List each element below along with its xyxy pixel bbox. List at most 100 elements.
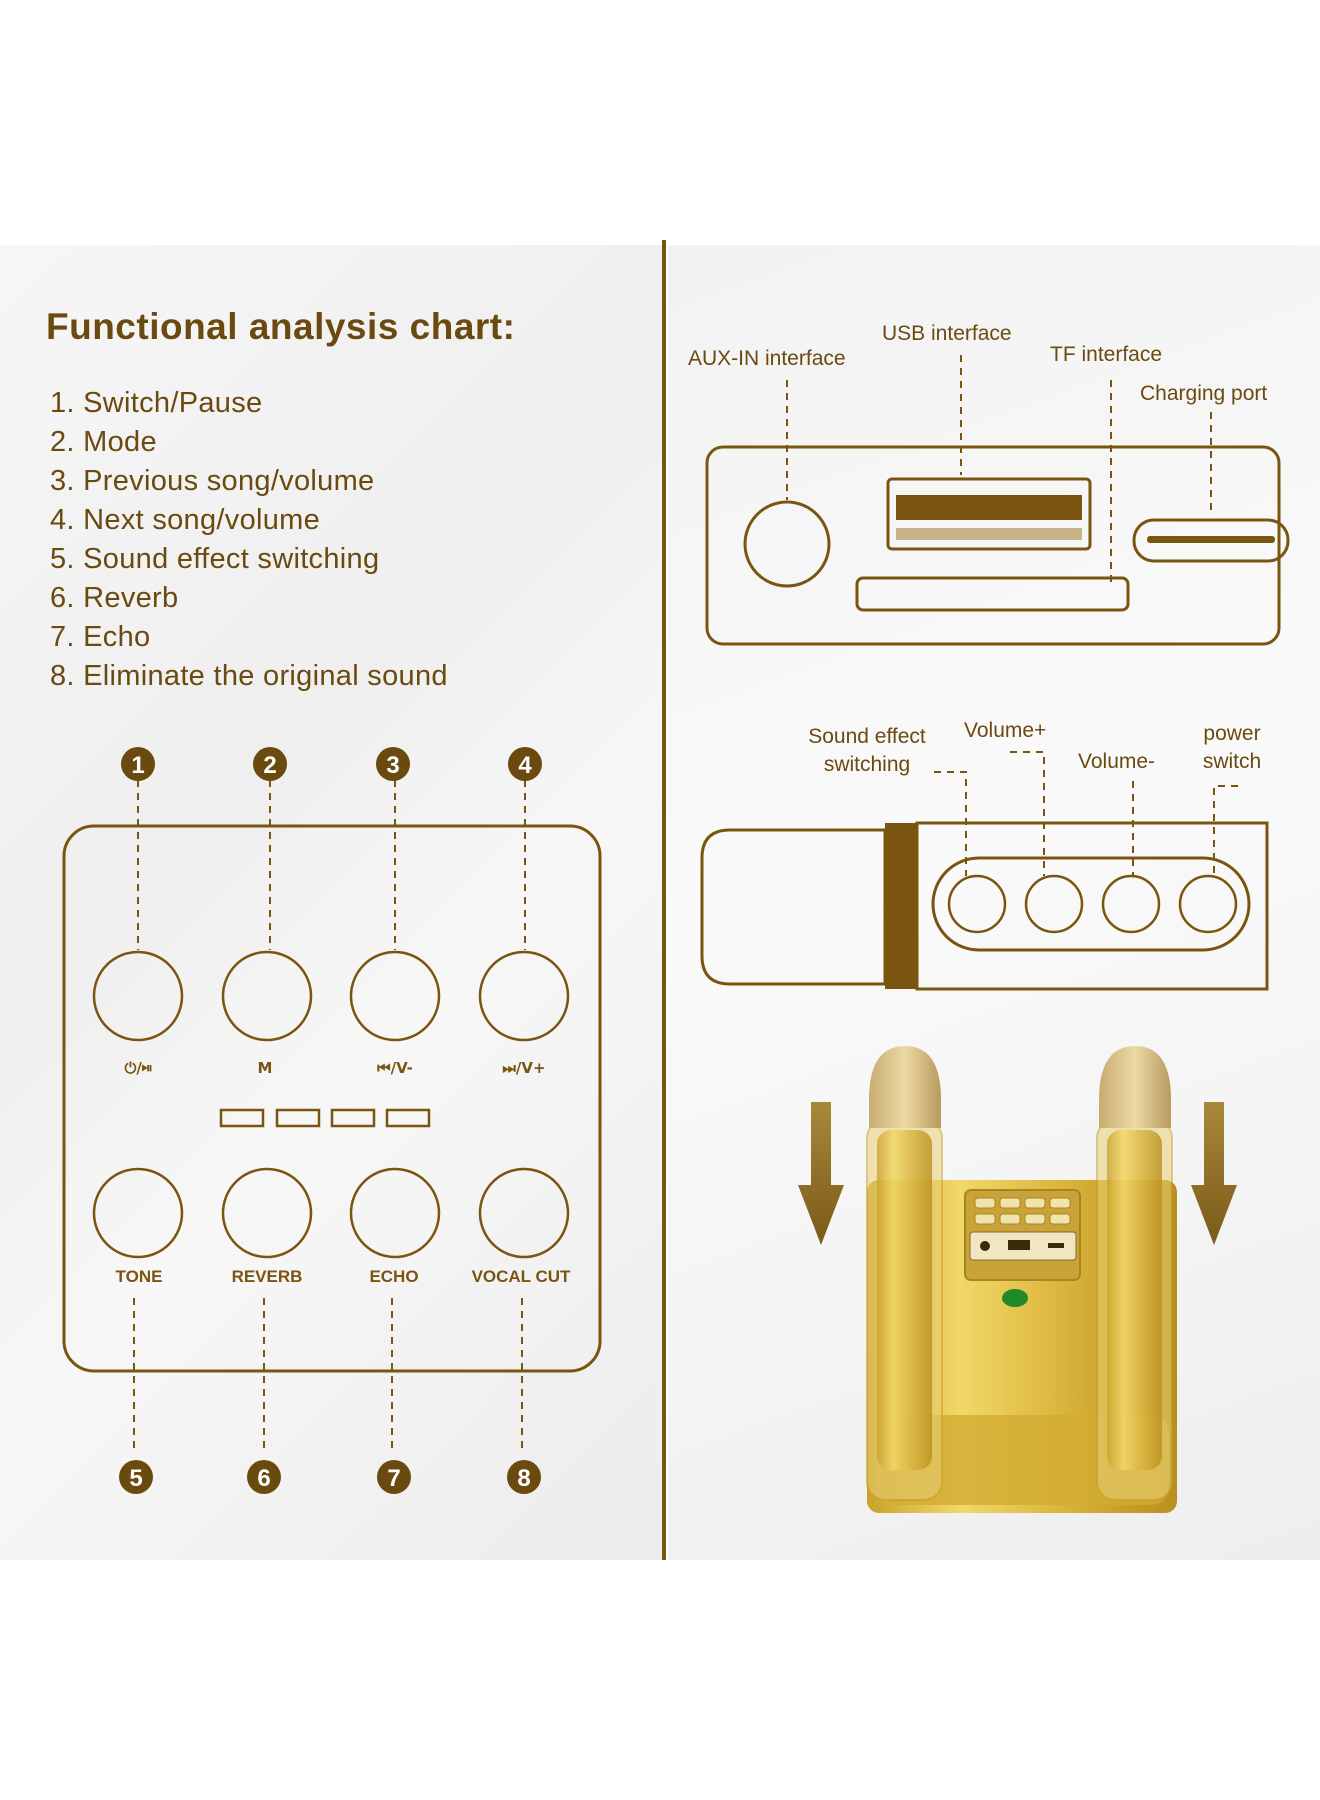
callout-number: 6 — [257, 1465, 270, 1492]
sound-effect-label: Sound effect switching — [802, 723, 932, 779]
tf-card-slot — [855, 576, 1130, 612]
indicator-light — [219, 1108, 265, 1128]
power-indicator-led — [1002, 1289, 1028, 1307]
callout-badge — [377, 1460, 411, 1494]
previous-button[interactable] — [349, 950, 441, 1042]
callout-number: 8 — [517, 1465, 530, 1492]
next-button[interactable] — [478, 950, 570, 1042]
callout-badge — [247, 1460, 281, 1494]
product-illustration — [798, 1046, 1237, 1513]
callout-number: 2 — [263, 752, 276, 779]
echo-button[interactable] — [349, 1167, 441, 1259]
callout-badge — [121, 747, 155, 781]
function-item: 8. Eliminate the original sound — [50, 660, 448, 692]
mic-collar — [885, 823, 917, 989]
reverb-button[interactable] — [221, 1167, 313, 1259]
speaker-key — [1024, 1213, 1046, 1225]
function-item: 5. Sound effect switching — [50, 543, 380, 575]
sound-effect-switch-button[interactable] — [947, 874, 1007, 934]
power-switch-label: power switch — [1192, 720, 1272, 776]
speaker-key — [999, 1197, 1021, 1209]
next-volume-symbol: ⏭/V+ — [502, 1059, 545, 1077]
mic-right-grille — [1099, 1046, 1171, 1128]
speaker-aux-hole — [980, 1241, 990, 1251]
speaker-usb-hole — [1008, 1240, 1030, 1250]
volume-plus-button[interactable] — [1024, 874, 1084, 934]
insert-arrow-left — [798, 1102, 844, 1245]
function-item: 3. Previous song/volume — [50, 465, 375, 497]
function-item: 6. Reverb — [50, 582, 179, 614]
chart-title: Functional analysis chart: — [46, 306, 516, 347]
power-switch-button[interactable] — [1178, 874, 1238, 934]
control-panel-outline — [62, 824, 602, 1373]
function-item: 1. Switch/Pause — [50, 387, 263, 419]
usb-port — [886, 477, 1092, 551]
callout-badge — [508, 747, 542, 781]
usb-port-contact — [896, 495, 1082, 520]
callout-badge — [253, 747, 287, 781]
callout-number: 4 — [518, 752, 532, 779]
charging-port — [1132, 518, 1290, 563]
speaker-key — [1024, 1197, 1046, 1209]
callout-number: 5 — [129, 1465, 142, 1492]
callout-number: 1 — [131, 752, 144, 779]
indicator-light — [385, 1108, 431, 1128]
volume-plus-label: Volume+ — [964, 719, 1047, 742]
callout-badge — [119, 1460, 153, 1494]
speaker-key — [999, 1213, 1021, 1225]
tone-button[interactable] — [92, 1167, 184, 1259]
callout-badge — [507, 1460, 541, 1494]
mic-button-panel — [931, 856, 1251, 952]
switch-pause-symbol: ⏻/⏯ — [125, 1059, 152, 1077]
sound-effect-label-line1: Sound effect — [808, 725, 926, 748]
mic-right-body — [1107, 1130, 1162, 1470]
vocal-cut-label: VOCAL CUT — [472, 1267, 571, 1286]
callout-number: 3 — [386, 752, 399, 779]
speaker-key — [974, 1197, 996, 1209]
tone-label: TONE — [116, 1267, 163, 1286]
callout-number: 7 — [387, 1465, 400, 1492]
indicator-light — [275, 1108, 321, 1128]
callouts-top: 1 2 3 4 — [121, 747, 542, 781]
reverb-label: REVERB — [232, 1267, 303, 1286]
power-switch-label-line2: switch — [1202, 750, 1262, 773]
power-switch-label-line1: power — [1203, 722, 1261, 745]
leader-line — [1213, 785, 1238, 876]
mode-button[interactable] — [221, 950, 313, 1042]
function-item: 7. Echo — [50, 621, 151, 653]
callout-badge — [376, 747, 410, 781]
mic-handle-outline — [915, 821, 1269, 991]
volume-minus-button[interactable] — [1101, 874, 1161, 934]
switch-pause-button[interactable] — [92, 950, 184, 1042]
usb-interface-label: USB interface — [882, 322, 1012, 345]
aux-in-label: AUX-IN interface — [688, 347, 846, 370]
callouts-bottom: 5 6 7 8 — [119, 1460, 541, 1494]
function-item: 4. Next song/volume — [50, 504, 321, 536]
leader-line — [934, 771, 967, 876]
function-item: 2. Mode — [50, 426, 157, 458]
speaker-charging-hole — [1048, 1243, 1064, 1248]
previous-volume-symbol: ⏮/V- — [377, 1059, 413, 1077]
mic-left-body — [877, 1130, 932, 1470]
speaker-key — [1049, 1213, 1071, 1225]
speaker-key — [974, 1213, 996, 1225]
vocal-cut-button[interactable] — [478, 1167, 570, 1259]
function-list: 1. Switch/Pause 2. Mode 3. Previous song… — [50, 384, 448, 696]
charging-port-contact — [1147, 536, 1275, 543]
port-panel-outline — [705, 445, 1281, 646]
left-panel-background — [0, 245, 662, 1560]
volume-minus-label: Volume- — [1078, 750, 1156, 773]
speaker-base — [875, 1415, 1169, 1505]
insert-arrow-right — [1191, 1102, 1237, 1245]
speaker-key — [1049, 1197, 1071, 1209]
charging-port-label: Charging port — [1140, 382, 1268, 405]
indicator-light — [330, 1108, 376, 1128]
sound-effect-label-line2: switching — [823, 753, 911, 776]
mic-head-outline — [700, 828, 887, 986]
aux-in-port — [743, 500, 831, 588]
mode-symbol: M — [258, 1059, 273, 1077]
panel-divider — [662, 240, 666, 1560]
echo-label: ECHO — [369, 1267, 418, 1286]
usb-port-tongue — [896, 528, 1082, 540]
